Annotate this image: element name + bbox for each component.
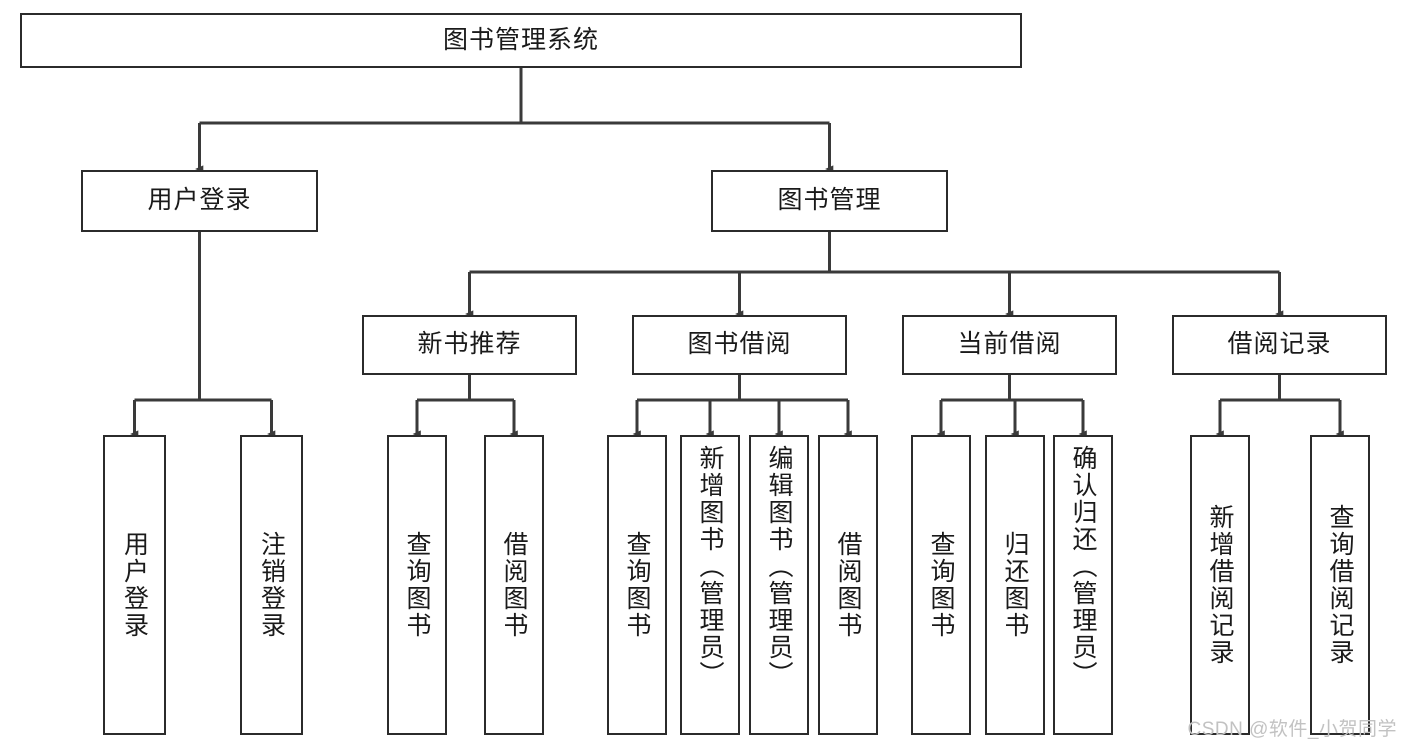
leaf-node-user-login[interactable]: 用户登录 [103,435,166,735]
leaf-node-query-record-label: 查询借阅记录 [1326,504,1354,666]
node-new-book-rec[interactable]: 新书推荐 [362,315,577,375]
node-user-login-label: 用户登录 [147,186,252,215]
leaf-node-query-book-2-label: 查询图书 [623,531,651,639]
leaf-node-borrow-book-1[interactable]: 借阅图书 [484,435,544,735]
leaf-node-user-logout[interactable]: 注销登录 [240,435,303,735]
leaf-node-user-logout-label: 注销登录 [257,531,286,639]
leaf-node-add-record[interactable]: 新增借阅记录 [1190,435,1250,735]
leaf-node-return-book[interactable]: 归还图书 [985,435,1045,735]
node-borrow-record-label: 借阅记录 [1227,330,1332,359]
node-book-manage-label: 图书管理 [777,186,882,215]
leaf-node-query-book-2[interactable]: 查询图书 [607,435,667,735]
leaf-node-add-book-label: 新增图书（管理员） [696,445,724,688]
leaf-node-return-book-label: 归还图书 [1001,531,1029,639]
leaf-node-query-book-1-label: 查询图书 [403,531,431,639]
node-new-book-rec-label: 新书推荐 [417,330,522,359]
leaf-node-query-book-3-label: 查询图书 [927,531,955,639]
leaf-node-borrow-book-2-label: 借阅图书 [834,531,862,639]
leaf-node-borrow-book-2[interactable]: 借阅图书 [818,435,878,735]
leaf-node-add-record-label: 新增借阅记录 [1206,504,1234,666]
csdn-watermark: CSDN @软件_小贺同学 [1187,719,1397,740]
leaf-node-borrow-book-1-label: 借阅图书 [500,531,528,639]
leaf-node-confirm-return-label: 确认归还（管理员） [1069,445,1097,688]
node-current-borrow-label: 当前借阅 [957,330,1062,359]
leaf-node-user-login-label: 用户登录 [120,531,149,639]
leaf-node-query-book-1[interactable]: 查询图书 [387,435,447,735]
node-book-borrow-label: 图书借阅 [687,330,792,359]
node-book-borrow[interactable]: 图书借阅 [632,315,847,375]
leaf-node-edit-book-label: 编辑图书（管理员） [765,445,793,688]
node-book-manage[interactable]: 图书管理 [711,170,948,232]
leaf-node-edit-book[interactable]: 编辑图书（管理员） [749,435,809,735]
node-user-login[interactable]: 用户登录 [81,170,318,232]
node-current-borrow[interactable]: 当前借阅 [902,315,1117,375]
leaf-node-confirm-return[interactable]: 确认归还（管理员） [1053,435,1113,735]
node-root-label: 图书管理系统 [442,25,599,54]
leaf-node-add-book[interactable]: 新增图书（管理员） [680,435,740,735]
node-borrow-record[interactable]: 借阅记录 [1172,315,1387,375]
node-root[interactable]: 图书管理系统 [20,13,1022,68]
leaf-node-query-book-3[interactable]: 查询图书 [911,435,971,735]
leaf-node-query-record[interactable]: 查询借阅记录 [1310,435,1370,735]
